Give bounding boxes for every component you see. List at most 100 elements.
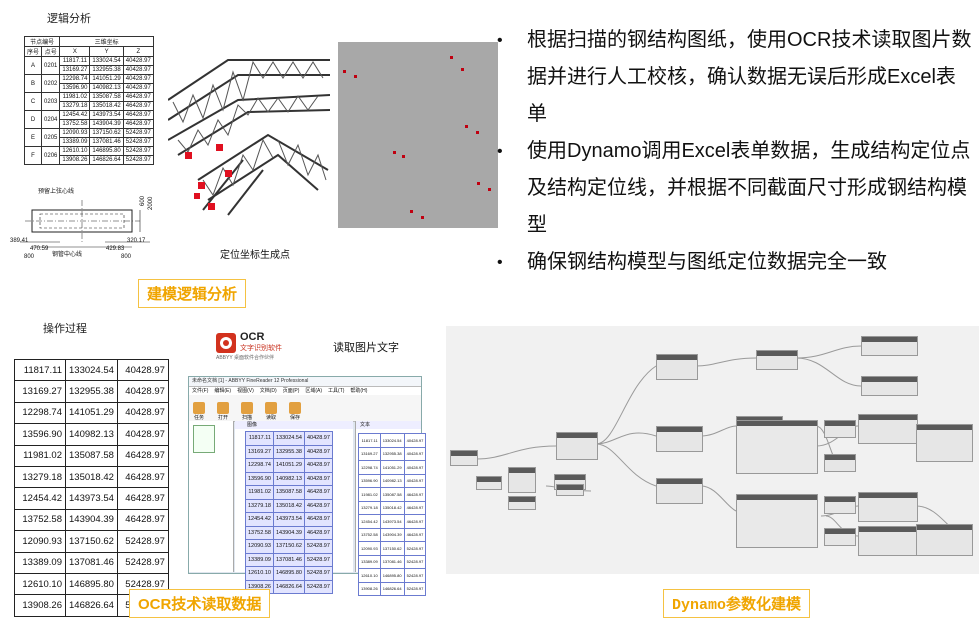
- table-cell: 146826.64: [379, 581, 405, 596]
- dynamo-node[interactable]: [824, 454, 856, 472]
- table-cell: 13169.27: [59, 65, 91, 75]
- table-cell: 135018.42: [379, 500, 405, 515]
- badge-ocr: OCR技术读取数据: [129, 589, 271, 618]
- table-cell: 12454.42: [245, 512, 274, 527]
- dynamo-node[interactable]: [916, 424, 973, 462]
- table-cell: 135087.58: [89, 92, 124, 102]
- table-cell: 140982.13: [379, 473, 405, 488]
- menu-item[interactable]: 区域(A): [305, 388, 323, 394]
- dim-label-f: 800: [121, 254, 132, 260]
- dynamo-canvas[interactable]: [446, 326, 979, 574]
- dynamo-node[interactable]: [756, 350, 798, 370]
- dynamo-node[interactable]: [858, 526, 918, 556]
- image-pane-tab[interactable]: 图像: [235, 421, 353, 429]
- menu-item[interactable]: 编辑(E): [214, 388, 232, 394]
- table-cell: 141051.29: [272, 458, 305, 473]
- dynamo-node[interactable]: [858, 414, 918, 444]
- dynamo-code-block[interactable]: [736, 494, 818, 548]
- table-cell: 143973.54: [65, 487, 118, 510]
- toolbar-button[interactable]: 扫描: [241, 402, 253, 421]
- toolbar-button[interactable]: 任务: [193, 402, 205, 421]
- menu-item[interactable]: 页面(P): [282, 388, 300, 394]
- badge-dynamo: Dynamo参数化建模: [663, 589, 811, 618]
- toolbar-button[interactable]: 保存: [289, 402, 301, 421]
- toolbar-button[interactable]: 读取: [265, 402, 277, 421]
- pipe-center-label: 钢管中心线: [52, 252, 83, 258]
- table-cell: 140982.13: [89, 83, 124, 93]
- dynamo-node[interactable]: [861, 376, 918, 396]
- dynamo-node[interactable]: [858, 492, 918, 522]
- table-cell: 13596.90: [358, 473, 381, 488]
- menu-item[interactable]: 视图(V): [237, 388, 254, 394]
- dynamo-node[interactable]: [824, 496, 856, 514]
- table-cell: 52428.97: [303, 566, 333, 581]
- menu-item[interactable]: 文档(D): [259, 388, 277, 394]
- table-cell: 12610.10: [14, 572, 66, 596]
- dynamo-node[interactable]: [450, 450, 478, 466]
- table-cell: 46428.97: [122, 119, 154, 129]
- table-cell: 143973.54: [379, 514, 405, 529]
- dynamo-node[interactable]: [824, 420, 856, 438]
- dynamo-node[interactable]: [824, 528, 856, 546]
- dim-label-a: 389.41: [10, 238, 29, 244]
- table-cell: 52428.97: [403, 554, 427, 569]
- dynamo-node[interactable]: [556, 484, 584, 496]
- bullet-item: 根据扫描的钢结构图纸，使用OCR技术读取图片数据并进行人工校核，确认数据无误后形…: [497, 22, 972, 133]
- table-cell: 46428.97: [403, 487, 427, 502]
- dynamo-node[interactable]: [861, 336, 918, 356]
- table-cell: 12610.10: [59, 146, 91, 156]
- table-cell: 13169.27: [358, 446, 381, 461]
- page-thumbnail[interactable]: [193, 425, 215, 453]
- menu-item[interactable]: 工具(T): [328, 388, 345, 394]
- table-cell: F: [23, 146, 43, 165]
- table-cell: 52428.97: [303, 579, 333, 594]
- dynamo-node[interactable]: [656, 478, 703, 504]
- table-cell: 40428.97: [116, 401, 169, 425]
- table-cell: 40428.97: [116, 358, 169, 382]
- toolbar-button[interactable]: 打开: [217, 402, 229, 421]
- table-cell: 137150.62: [89, 128, 124, 138]
- dynamo-node[interactable]: [656, 426, 703, 452]
- table-cell: 135087.58: [65, 444, 118, 467]
- table-cell: 11981.02: [59, 92, 91, 102]
- table-cell: 46428.97: [122, 92, 154, 102]
- table-cell: 52428.97: [403, 581, 427, 596]
- dynamo-node[interactable]: [916, 524, 973, 556]
- cross-section-drawing: [20, 200, 150, 248]
- dynamo-node[interactable]: [556, 432, 598, 460]
- dynamo-node[interactable]: [508, 467, 536, 493]
- table-cell: 146895.80: [379, 568, 405, 583]
- dynamo-node[interactable]: [656, 354, 698, 380]
- table-cell: 40428.97: [303, 431, 333, 446]
- table-cell: 143904.39: [89, 119, 124, 129]
- text-pane-tab[interactable]: 文本: [356, 421, 421, 429]
- dynamo-node[interactable]: [508, 496, 536, 510]
- dynamo-node[interactable]: [476, 476, 502, 490]
- dynamo-code-block[interactable]: [736, 420, 818, 474]
- table-cell: 135087.58: [272, 485, 305, 500]
- table-cell: 40428.97: [116, 423, 169, 446]
- table-cell: 141051.29: [89, 74, 124, 84]
- dim-label-e: 800: [24, 254, 35, 260]
- menu-item[interactable]: 文件(F): [192, 388, 209, 394]
- menu-item[interactable]: 帮助(H): [350, 388, 368, 394]
- table-cell: 132955.38: [379, 446, 405, 461]
- dim-label-c: 429.83: [106, 246, 125, 252]
- table-cell: 0202: [41, 74, 61, 93]
- table-sub-point: 点号: [41, 46, 61, 57]
